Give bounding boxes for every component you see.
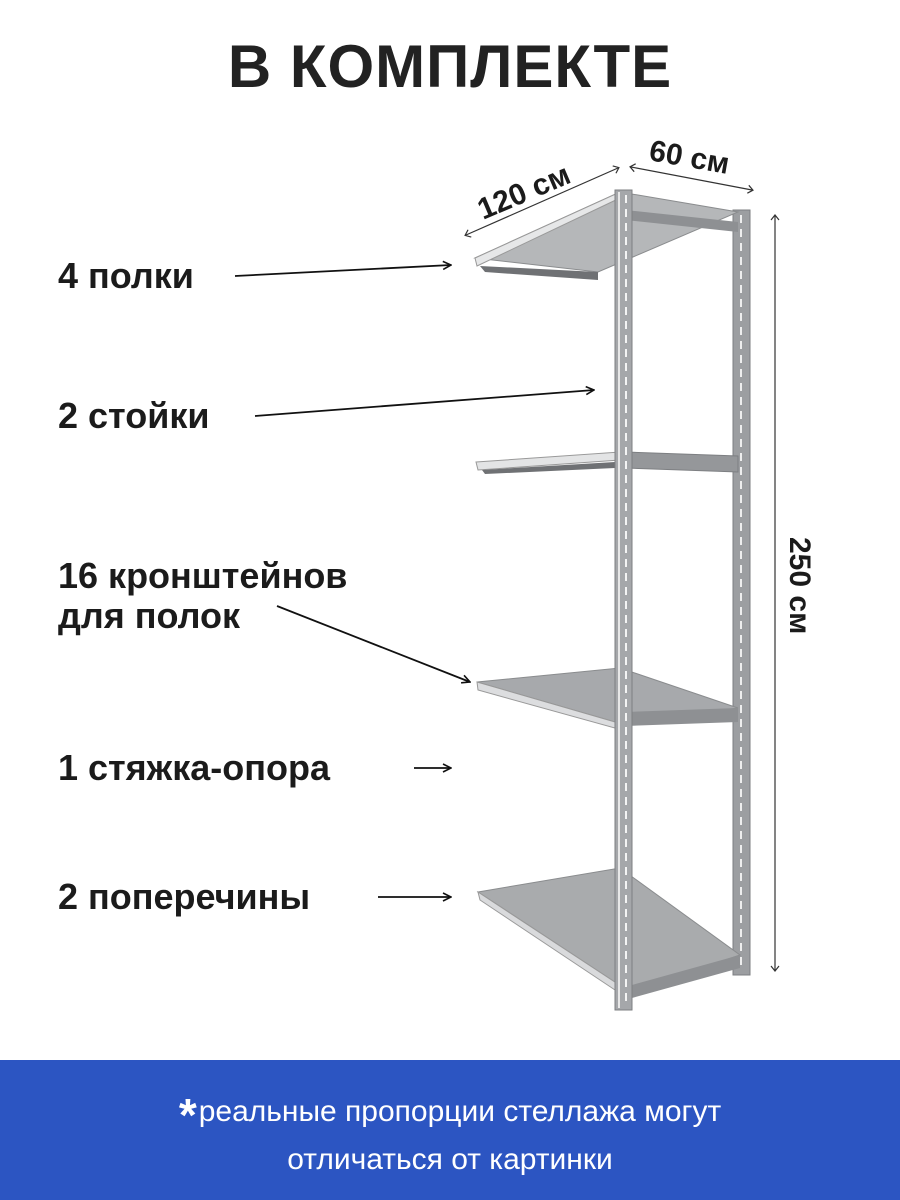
disclaimer-line1: реальные пропорции стеллажа могут [198,1095,722,1128]
shelf-2 [475,451,739,474]
item-crossbars-label: 2 поперечины [58,876,311,917]
posts-arrow [254,390,594,417]
item-support-label: 1 стяжка-опора [58,747,330,788]
asterisk-icon: * [178,1089,197,1141]
item-posts-label: 2 стойки [58,395,210,436]
width-dimension-line [464,165,620,238]
shelving-illustration: 120 см 60 см 250 см [234,134,816,1011]
disclaimer-banner: *реальные пропорции стеллажа могут отлич… [0,1060,900,1200]
front-post [614,189,633,1011]
height-dimension-label: 250 см [783,537,816,634]
item-brackets-label: 16 кронштейнов для полок [58,556,347,636]
item-brackets-line1: 16 кронштейнов [58,555,348,596]
depth-dimension-line [629,163,754,194]
shelf-4 [476,867,742,1001]
shelves-arrow [234,265,451,277]
page-title: В КОМПЛЕКТЕ [227,33,673,100]
depth-dimension-label: 60 см [647,134,732,180]
width-dimension-label: 120 см [473,158,575,226]
item-brackets-line2: для полок [58,595,240,636]
back-post [732,209,751,976]
brackets-arrow [276,605,470,682]
item-shelves-label: 4 полки [58,255,194,296]
disclaimer-line2: отличаться от картинки [287,1143,613,1176]
shelf-3 [476,667,739,731]
